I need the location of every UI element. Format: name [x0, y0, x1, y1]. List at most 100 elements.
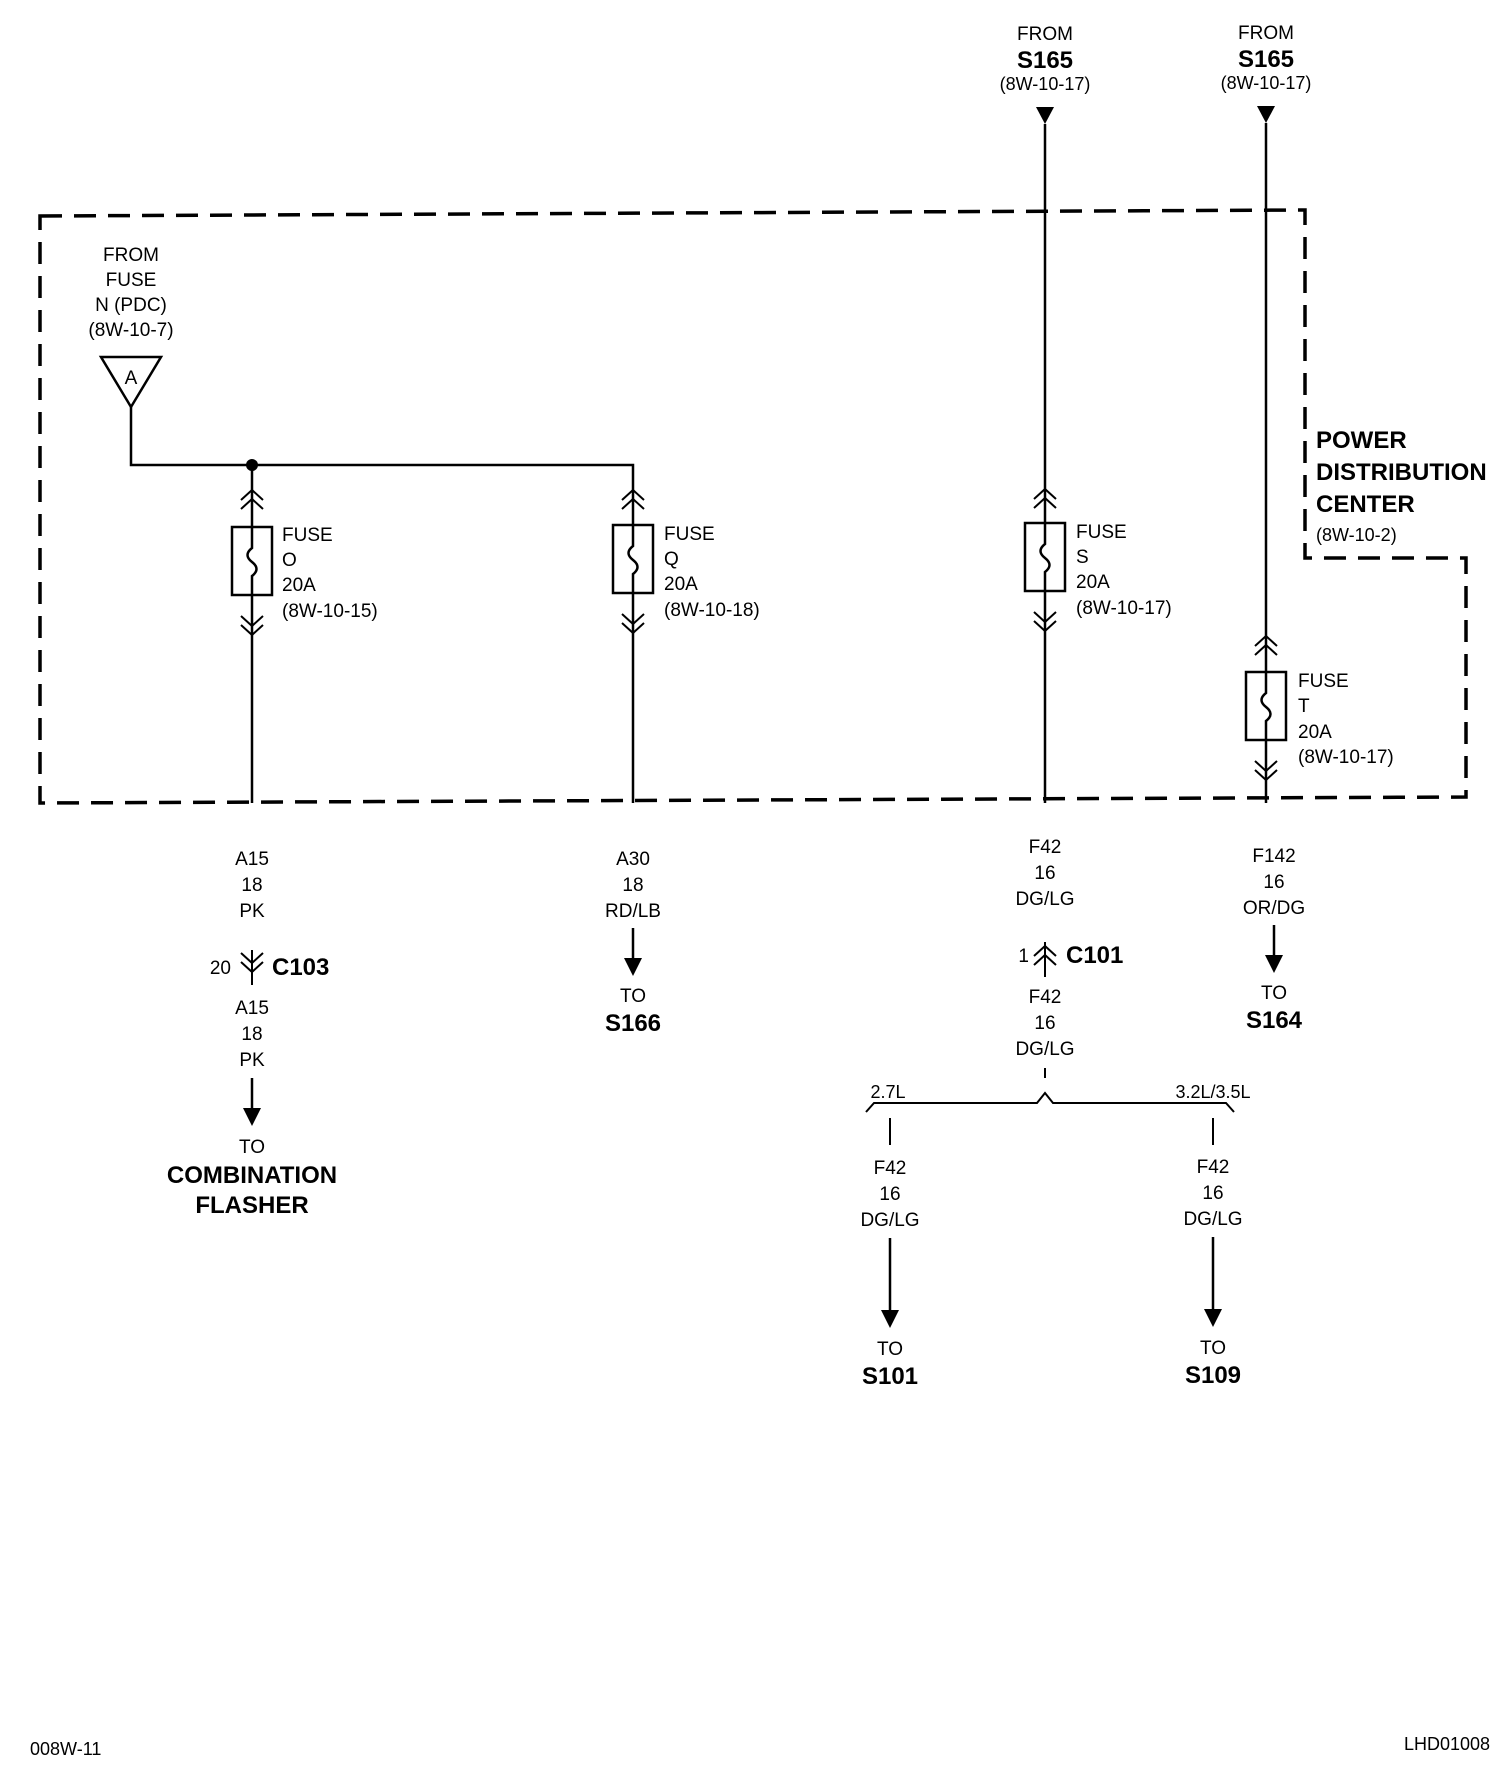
a30-dest: S166 — [605, 1010, 661, 1037]
pdc-title-line1: POWER — [1316, 427, 1407, 454]
f42-left-gauge: 16 — [879, 1184, 900, 1205]
feed-s165-right: FROM S165 (8W-10-17) — [1221, 23, 1312, 636]
f142-gauge: 16 — [1263, 872, 1284, 893]
c103-pin: 20 — [210, 958, 231, 979]
a15-lower-gauge: 18 — [241, 1024, 262, 1045]
f42-left-dest-to: TO — [877, 1339, 903, 1360]
fuse-t-rating: 20A — [1298, 722, 1332, 743]
f142-dest: S164 — [1246, 1007, 1303, 1034]
a15-dest-to: TO — [239, 1137, 265, 1158]
fuse-s-id: S — [1076, 547, 1089, 568]
connector-letter: A — [125, 368, 138, 389]
down-arrow-icon — [1265, 955, 1283, 973]
fuse-o-id: O — [282, 550, 297, 571]
feed-s165-left-splice: S165 — [1017, 47, 1073, 74]
feed-s165-right-from: FROM — [1238, 23, 1294, 44]
fuse-t: FUSE T 20A (8W-10-17) — [1244, 634, 1394, 803]
fuse-o-rating: 20A — [282, 575, 316, 596]
down-arrow-icon — [1204, 1309, 1222, 1327]
f42-lower-circuit: F42 — [1029, 987, 1062, 1008]
a15-lower-color: PK — [239, 1050, 265, 1071]
branch-right-label: 3.2L/3.5L — [1175, 1082, 1250, 1102]
a15-dest-line1: COMBINATION — [167, 1162, 337, 1189]
a15-upper-circuit: A15 — [235, 849, 269, 870]
c101-connector-icon — [1033, 942, 1057, 977]
fuse-s-label: FUSE — [1076, 522, 1127, 543]
footer-figure-id: LHD01008 — [1404, 1734, 1490, 1754]
option-split-bracket — [865, 1091, 1235, 1113]
feed-s165-right-ref: (8W-10-17) — [1221, 73, 1312, 93]
f142-color: OR/DG — [1243, 898, 1305, 919]
source-a-line2: FUSE — [106, 270, 157, 291]
a30-color: RD/LB — [605, 901, 661, 922]
fuse-s-rating: 20A — [1076, 572, 1110, 593]
footer-page-ref: 008W-11 — [30, 1739, 101, 1759]
fuse-t-id: T — [1298, 696, 1310, 717]
circuit-f142: F142 16 OR/DG TO S164 — [1243, 846, 1305, 1034]
connector-triangle-icon — [98, 355, 164, 410]
fuse-o: FUSE O 20A (8W-10-15) — [230, 488, 378, 803]
f42-upper-gauge: 16 — [1034, 863, 1055, 884]
f42-upper-circuit: F42 — [1029, 837, 1062, 858]
circuit-f42: F42 16 DG/LG 1 C101 F42 16 DG/LG 2.7L 3.… — [860, 837, 1250, 1390]
fuse-q-ref: (8W-10-18) — [664, 600, 760, 621]
circuit-a15: A15 18 PK 20 C103 A15 18 PK TO COMBINATI… — [167, 849, 337, 1219]
pdc-ref: (8W-10-2) — [1316, 525, 1397, 545]
f42-left-dest: S101 — [862, 1363, 918, 1390]
a30-gauge: 18 — [622, 875, 643, 896]
fuse-t-label: FUSE — [1298, 671, 1349, 692]
down-arrow-icon — [624, 958, 642, 976]
f42-upper-color: DG/LG — [1015, 889, 1074, 910]
a15-lower-circuit: A15 — [235, 998, 269, 1019]
fuse-q-id: Q — [664, 549, 679, 570]
f42-right-circuit: F42 — [1197, 1157, 1230, 1178]
source-a-label: FROM FUSE N (PDC) (8W-10-7) — [88, 245, 173, 341]
down-arrow-icon — [881, 1310, 899, 1328]
pdc-title: POWER DISTRIBUTION CENTER (8W-10-2) — [1316, 427, 1487, 545]
fuse-q: FUSE Q 20A (8W-10-18) — [611, 488, 760, 803]
f42-right-dest: S109 — [1185, 1362, 1241, 1389]
source-a-line3: N (PDC) — [95, 295, 167, 316]
fuse-o-label: FUSE — [282, 525, 333, 546]
pdc-boundary — [38, 208, 1468, 805]
branch-left-label: 2.7L — [870, 1082, 905, 1102]
f42-right-color: DG/LG — [1183, 1209, 1242, 1230]
a15-dest-line2: FLASHER — [195, 1192, 308, 1219]
f42-right-dest-to: TO — [1200, 1338, 1226, 1359]
feed-s165-left-from: FROM — [1017, 24, 1073, 45]
bus-wire — [129, 407, 635, 490]
fuse-s-ref: (8W-10-17) — [1076, 598, 1172, 619]
f42-lower-color: DG/LG — [1015, 1039, 1074, 1060]
down-arrow-icon — [1036, 107, 1054, 124]
c101-name: C101 — [1066, 942, 1123, 969]
feed-s165-left: FROM S165 (8W-10-17) — [1000, 24, 1091, 489]
f42-right-gauge: 16 — [1202, 1183, 1223, 1204]
fuse-t-ref: (8W-10-17) — [1298, 747, 1394, 768]
source-a-line1: FROM — [103, 245, 159, 266]
f142-dest-to: TO — [1261, 983, 1287, 1004]
fuse-s: FUSE S 20A (8W-10-17) — [1023, 487, 1172, 803]
f42-lower-gauge: 16 — [1034, 1013, 1055, 1034]
fuse-q-rating: 20A — [664, 574, 698, 595]
circuit-a30: A30 18 RD/LB TO S166 — [605, 849, 661, 1037]
fuse-o-ref: (8W-10-15) — [282, 601, 378, 622]
feed-s165-left-ref: (8W-10-17) — [1000, 74, 1091, 94]
c103-name: C103 — [272, 954, 329, 981]
f42-left-circuit: F42 — [874, 1158, 907, 1179]
pdc-title-line2: DISTRIBUTION — [1316, 459, 1487, 486]
down-arrow-icon — [243, 1108, 261, 1126]
f42-left-color: DG/LG — [860, 1210, 919, 1231]
fuse-q-label: FUSE — [664, 524, 715, 545]
c103-connector-icon — [240, 950, 264, 985]
down-arrow-icon — [1257, 106, 1275, 123]
a15-upper-gauge: 18 — [241, 875, 262, 896]
pdc-title-line3: CENTER — [1316, 491, 1415, 518]
source-a-ref: (8W-10-7) — [88, 320, 173, 341]
feed-s165-right-splice: S165 — [1238, 46, 1294, 73]
f142-circuit: F142 — [1252, 846, 1295, 867]
a15-upper-color: PK — [239, 901, 265, 922]
a30-circuit: A30 — [616, 849, 650, 870]
a30-dest-to: TO — [620, 986, 646, 1007]
c101-pin: 1 — [1018, 946, 1029, 967]
